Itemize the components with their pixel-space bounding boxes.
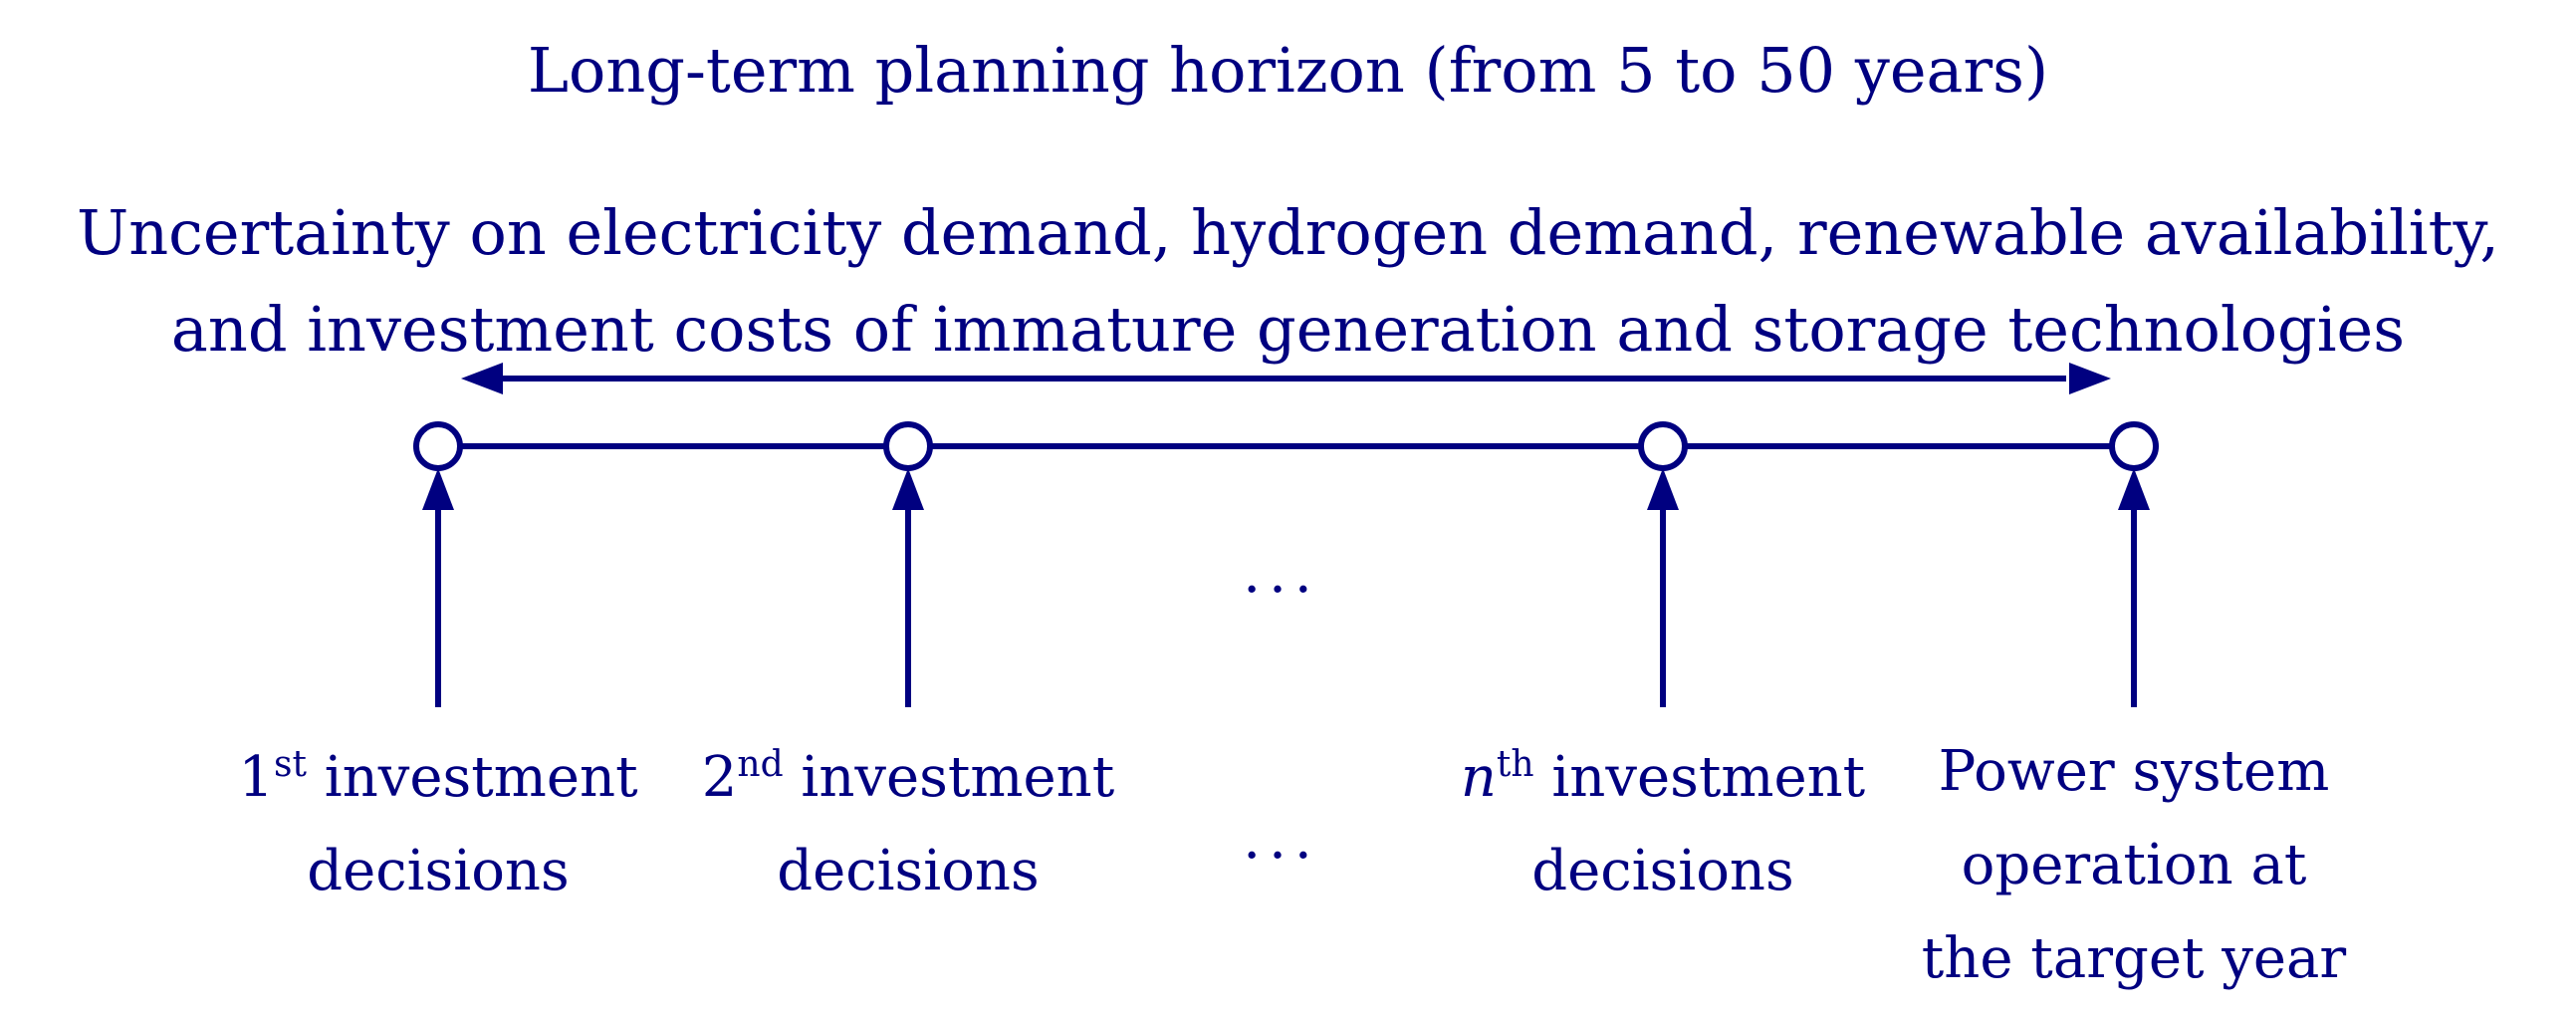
stage-2-label-line-1: 2nd investment xyxy=(674,731,1142,825)
stage-n-ordinal: n xyxy=(1460,745,1497,810)
stage-n-arrow-head xyxy=(1647,468,1679,510)
stage-1-node xyxy=(413,421,463,471)
stage-1-ordinal: 1 xyxy=(238,745,275,810)
stage-2-suffix: nd xyxy=(737,744,784,785)
target-year-label-line-1: Power system xyxy=(1938,739,2330,804)
stage-1-suffix: st xyxy=(274,744,307,785)
uncertainty-line-2: and investment costs of immature generat… xyxy=(170,293,2406,366)
stage-2-arrow-head xyxy=(892,468,924,510)
stage-2-text: investment xyxy=(783,745,1115,810)
target-year-label: Power system operation at the target yea… xyxy=(1900,725,2368,1006)
uncertainty-line-1: Uncertainty on electricity demand, hydro… xyxy=(76,196,2500,269)
stage-n-suffix: th xyxy=(1496,744,1534,785)
stage-2-label-line-2: decisions xyxy=(777,839,1040,903)
diagram-title: Long-term planning horizon (from 5 to 50… xyxy=(527,34,2049,107)
stage-n-text: investment xyxy=(1533,745,1866,810)
stage-n-label-line-1: nth investment xyxy=(1429,731,1897,825)
ellipsis-upper: ... xyxy=(1243,541,1320,606)
horizon-arrow-right-head xyxy=(2069,363,2111,394)
horizon-arrow-left-head xyxy=(461,363,503,394)
stage-1-label: 1st investment decisions xyxy=(204,731,672,918)
stage-1-label-line-1: 1st investment xyxy=(204,731,672,825)
stage-1-arrow-head xyxy=(422,468,454,510)
target-year-label-line-2: operation at xyxy=(1961,833,2307,897)
ellipsis-lower: ... xyxy=(1243,807,1320,872)
stage-2-node xyxy=(883,421,933,471)
target-year-arrow-head xyxy=(2118,468,2150,510)
target-year-label-line-3: the target year xyxy=(1921,926,2347,991)
stage-n-label: nth investment decisions xyxy=(1429,731,1897,918)
stage-n-node xyxy=(1638,421,1688,471)
stage-n-label-line-2: decisions xyxy=(1531,839,1794,903)
stage-2-ordinal: 2 xyxy=(701,745,738,810)
stage-1-text: investment xyxy=(306,745,638,810)
stage-2-label: 2nd investment decisions xyxy=(674,731,1142,918)
stage-1-label-line-2: decisions xyxy=(307,839,570,903)
target-year-node xyxy=(2109,421,2159,471)
